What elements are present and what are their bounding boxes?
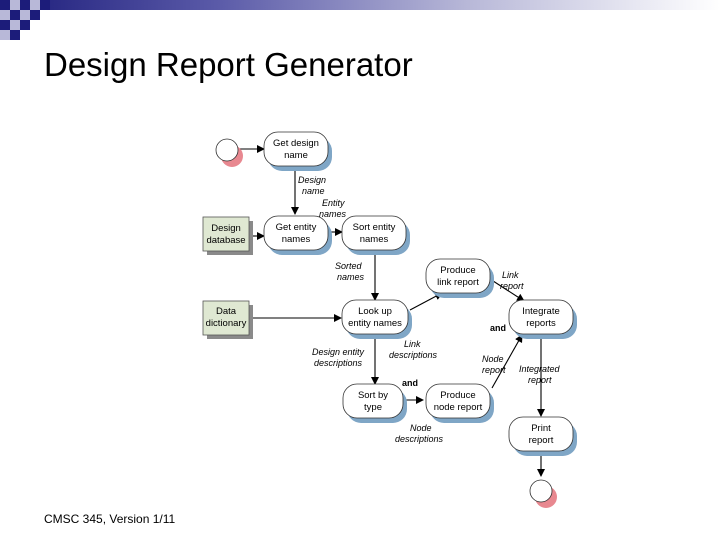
label-node-descriptions: Node descriptions <box>395 423 444 444</box>
label-entity-names: Entity names <box>319 198 347 219</box>
activity-sort-entity-names: Sort entity names <box>341 215 410 255</box>
svg-text:Sort by: Sort by <box>358 390 388 401</box>
label-sorted-names: Sorted names <box>335 261 365 282</box>
svg-text:Link: Link <box>502 270 519 280</box>
slide-footer: CMSC 345, Version 1/11 <box>44 512 176 526</box>
svg-text:Integrated: Integrated <box>519 364 561 374</box>
svg-text:names: names <box>282 234 311 245</box>
svg-text:Design: Design <box>211 223 241 234</box>
svg-text:Get entity: Get entity <box>276 222 317 233</box>
svg-text:names: names <box>319 209 347 219</box>
svg-text:Sort entity: Sort entity <box>353 222 396 233</box>
svg-text:report: report <box>528 375 552 385</box>
label-design-entity-descriptions: Design entity descriptions <box>312 347 365 368</box>
label-design-name: Design name <box>298 175 326 196</box>
slide-title: Design Report Generator <box>44 46 413 83</box>
activity-get-design-name: Get design name <box>263 131 332 171</box>
label-node-report: Node report <box>482 354 506 375</box>
and-label-integrate: and <box>490 323 506 333</box>
activity-print-report: Print report <box>508 416 577 456</box>
label-link-descriptions: Link descriptions <box>389 339 438 360</box>
label-link-report: Link report <box>500 270 524 291</box>
svg-text:Integrate: Integrate <box>522 306 560 317</box>
svg-text:node report: node report <box>434 402 483 413</box>
and-label-sort: and <box>402 378 418 388</box>
corner-checker-decoration <box>0 0 60 40</box>
activity-sort-by-type: Sort by type <box>342 383 407 423</box>
flow-labels: Design name Entity names Sorted names Li… <box>298 175 561 444</box>
activity-look-up-entity-names: Look up entity names <box>341 299 412 339</box>
svg-text:names: names <box>360 234 389 245</box>
svg-text:report: report <box>500 281 524 291</box>
svg-text:Node: Node <box>482 354 504 364</box>
svg-text:Produce: Produce <box>440 265 475 276</box>
label-integrated-report: Integrated report <box>519 364 561 385</box>
svg-text:Look up: Look up <box>358 306 392 317</box>
svg-text:Entity: Entity <box>322 198 345 208</box>
svg-text:descriptions: descriptions <box>314 358 363 368</box>
start-node <box>215 138 243 167</box>
svg-text:Design entity: Design entity <box>312 347 365 357</box>
svg-text:descriptions: descriptions <box>389 350 438 360</box>
activity-produce-node-report: Produce node report <box>425 383 494 423</box>
svg-text:dictionary: dictionary <box>206 318 247 329</box>
top-gradient-bar <box>0 0 720 10</box>
activity-integrate-reports: Integrate reports <box>508 299 577 339</box>
svg-text:reports: reports <box>526 318 556 329</box>
svg-text:Get design: Get design <box>273 138 319 149</box>
svg-text:name: name <box>302 186 325 196</box>
end-node <box>529 479 557 508</box>
svg-text:name: name <box>284 150 308 161</box>
svg-text:Data: Data <box>216 306 237 317</box>
svg-text:Produce: Produce <box>440 390 475 401</box>
svg-text:Link: Link <box>404 339 421 349</box>
svg-text:database: database <box>206 235 245 246</box>
svg-text:report: report <box>482 365 506 375</box>
svg-text:descriptions: descriptions <box>395 434 444 444</box>
svg-text:Design: Design <box>298 175 326 185</box>
activity-produce-link-report: Produce link report <box>425 258 494 298</box>
svg-text:Node: Node <box>410 423 432 433</box>
svg-text:Print: Print <box>531 423 551 434</box>
svg-text:type: type <box>364 402 382 413</box>
svg-text:Sorted: Sorted <box>335 261 363 271</box>
svg-text:names: names <box>337 272 365 282</box>
store-data-dictionary: Data dictionary <box>202 300 253 339</box>
edge-produce-link-report-to-integrate <box>489 278 525 302</box>
edge-produce-node-report-to-integrate <box>491 334 523 389</box>
svg-text:report: report <box>529 435 554 446</box>
activity-get-entity-names: Get entity names <box>263 215 332 255</box>
svg-text:entity names: entity names <box>348 318 402 329</box>
store-design-database: Design database <box>202 216 253 255</box>
svg-text:link report: link report <box>437 277 479 288</box>
